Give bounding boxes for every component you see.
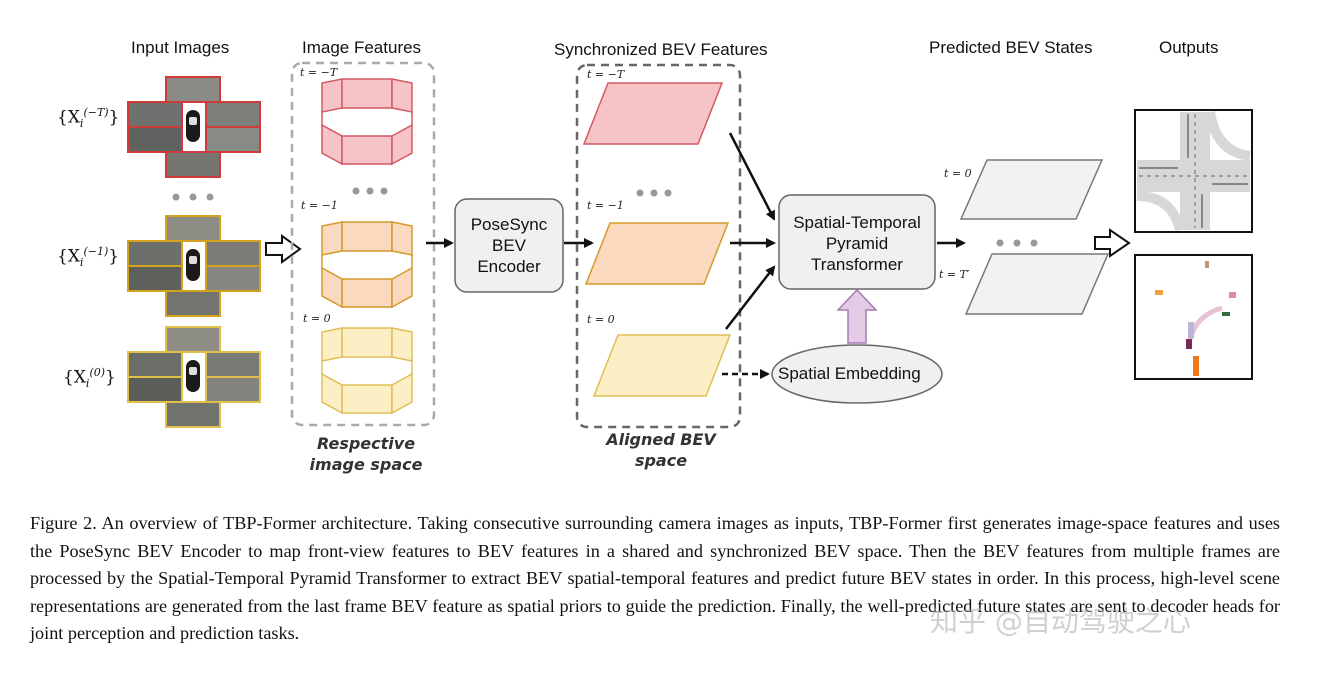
posesync-label: PoseSync BEV Encoder	[470, 215, 548, 276]
purple-up-arrow-icon	[836, 288, 878, 344]
aligned-space-label: Aligned BEV space	[606, 430, 716, 470]
predicted-time-t-0: t = 0	[944, 167, 972, 180]
bev-time-t-minus-1: t = −1	[587, 199, 624, 212]
bev-time-t-0: t = 0	[587, 313, 615, 326]
feature-time-t-minus-1: t = −1	[301, 199, 338, 212]
input-label-t-minus-T: {Xi(−T)}	[57, 106, 120, 131]
image-feature-red	[321, 78, 413, 166]
predicted-state-t0	[959, 159, 1104, 220]
respective-space-label: Respective image space	[309, 434, 423, 474]
sync-bev-frame	[575, 63, 742, 429]
camera-group-t-minus-1	[127, 215, 261, 317]
predicted-time-t-T-prime: t = T′	[939, 268, 970, 281]
header-image-features: Image Features	[302, 38, 422, 57]
posesync-box	[454, 198, 564, 293]
input-label-t-minus-1: {Xi(−1)}	[57, 245, 120, 270]
hollow-arrow-icon	[1094, 228, 1131, 258]
header-sync-bev: Synchronized BEV Features	[554, 40, 768, 59]
input-label-t-0: {Xi(0)}	[63, 366, 116, 391]
bev-time-t-minus-T: t = −T	[587, 68, 625, 81]
feature-time-t-minus-T: t = −T	[300, 66, 338, 79]
feature-time-t-0: t = 0	[303, 312, 331, 325]
header-predicted-bev: Predicted BEV States	[929, 38, 1093, 57]
input-ellipsis	[172, 193, 214, 201]
ego-car-icon	[186, 110, 200, 142]
spatial-embedding-label: Spatial Embedding	[778, 364, 921, 383]
output-motion	[1134, 254, 1253, 380]
figure-caption: Figure 2. An overview of TBP-Former arch…	[30, 513, 1280, 643]
spatial-embedding-ellipse	[771, 344, 943, 404]
ego-car-icon	[186, 249, 200, 281]
stp-transformer-label: Spatial-Temporal Pyramid Transformer	[793, 213, 921, 274]
bev-feature-yellow	[592, 334, 732, 397]
architecture-diagram	[127, 61, 1253, 429]
watermark: 知乎 @自动驾驶之心	[930, 605, 1191, 638]
arrow-red-to-stp	[728, 132, 776, 221]
output-map	[1134, 109, 1253, 233]
arrow-yellow-to-stp	[725, 265, 776, 330]
hollow-arrow-icon	[265, 234, 302, 264]
ego-car-icon	[186, 360, 200, 392]
predicted-ellipsis	[996, 239, 1038, 247]
header-input-images: Input Images	[131, 38, 230, 57]
header-outputs: Outputs	[1159, 38, 1219, 57]
bev-ellipsis	[636, 189, 672, 197]
image-feature-yellow	[321, 327, 413, 415]
feature-ellipsis	[352, 187, 388, 195]
bev-feature-orange	[584, 222, 730, 285]
bev-feature-red	[582, 82, 724, 145]
image-feature-orange	[321, 221, 413, 309]
camera-group-t-0	[127, 326, 261, 428]
camera-group-t-minus-T	[127, 76, 261, 178]
predicted-state-tT	[964, 253, 1110, 315]
